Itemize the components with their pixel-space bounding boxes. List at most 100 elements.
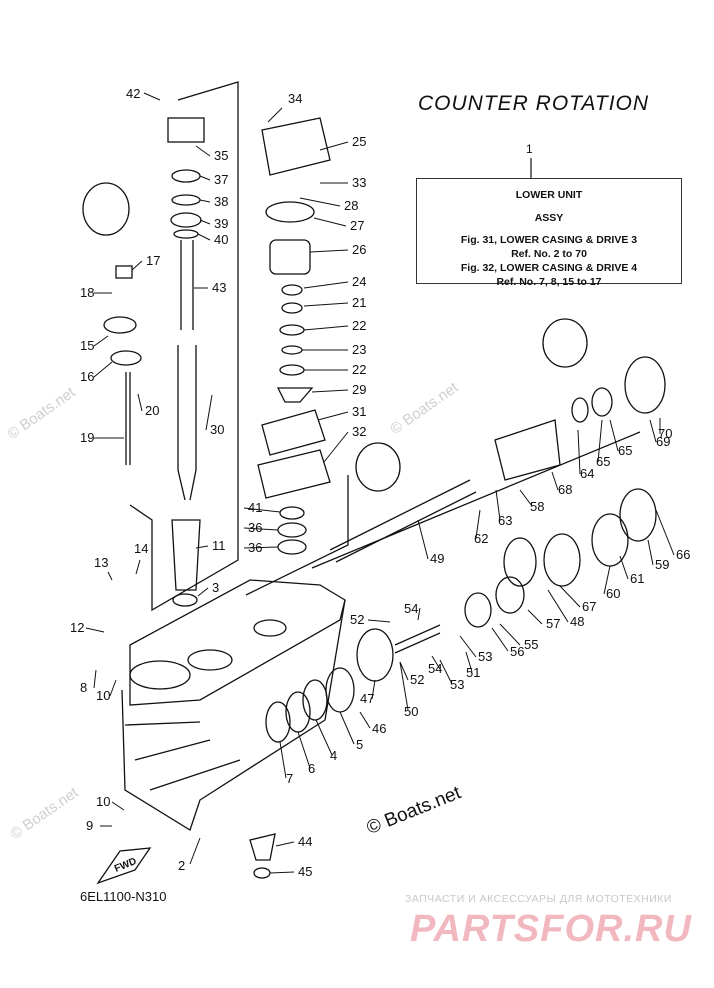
casing-bore-2 — [187, 649, 233, 671]
part-number-label: 67 — [582, 599, 596, 614]
part-number-label: 2 — [178, 858, 185, 873]
part-number-label: 5 — [356, 737, 363, 752]
casing-bore-3 — [253, 619, 287, 637]
part-number-label: 28 — [344, 198, 358, 213]
part-number-label: 24 — [352, 274, 366, 289]
legend-line-6: Ref. No. 7, 8, 15 to 17 — [496, 276, 602, 288]
leader-line — [107, 571, 113, 581]
leader-line — [603, 565, 611, 595]
leader-line — [339, 711, 355, 745]
leader-line — [243, 527, 279, 531]
part-number-label: 44 — [298, 834, 312, 849]
seal-65 — [591, 387, 613, 417]
leader-line — [137, 393, 143, 412]
leader-line — [609, 419, 619, 452]
leader-line — [499, 623, 521, 646]
oring-16 — [110, 350, 142, 366]
part-number-label: 16 — [80, 369, 94, 384]
bearing-housing-35 — [167, 117, 205, 143]
leader-line — [619, 555, 629, 580]
part-number-label: 60 — [606, 586, 620, 601]
leader-line — [371, 679, 376, 700]
shift-rod-19 — [125, 372, 131, 465]
part-number-label: 56 — [510, 644, 524, 659]
leader-line — [243, 507, 281, 513]
part-number-label: 17 — [146, 253, 160, 268]
part-number-label: 30 — [210, 422, 224, 437]
part-number-label: 15 — [80, 338, 94, 353]
part-number-label: 7 — [286, 771, 293, 786]
leader-line — [519, 489, 533, 507]
part-number-label: 40 — [214, 232, 228, 247]
leader-line — [399, 661, 409, 681]
leader-line — [243, 546, 279, 549]
leader-line — [131, 260, 143, 271]
part-number-label: 21 — [352, 295, 366, 310]
part-number-label: 20 — [145, 403, 159, 418]
part-number-label: 66 — [676, 547, 690, 562]
lower-casing-deck — [129, 579, 346, 706]
part-number-label: 61 — [630, 571, 644, 586]
part-number-label: 68 — [558, 482, 572, 497]
part-number-label: 45 — [298, 864, 312, 879]
leader-line — [597, 419, 603, 463]
leader-line — [279, 741, 287, 779]
leader-line — [367, 619, 391, 623]
leader-line — [275, 841, 295, 847]
part-number-label: 3 — [212, 580, 219, 595]
shim-67 — [503, 537, 537, 587]
leader-line — [313, 217, 347, 227]
plate-31 — [261, 409, 326, 456]
part-number-label: 12 — [70, 620, 84, 635]
part-number-label: 57 — [546, 616, 560, 631]
part-number-label: 42 — [126, 86, 140, 101]
part-number-label: 64 — [580, 466, 594, 481]
leader-line — [459, 635, 477, 658]
part-number-label: 41 — [248, 500, 262, 515]
leader-line — [465, 651, 473, 673]
detail-circle-mid — [355, 442, 401, 492]
leader-line — [303, 325, 349, 331]
leader-line — [527, 609, 543, 625]
leader-line — [299, 197, 341, 207]
bearing-41 — [279, 506, 305, 520]
leader-line — [559, 585, 581, 608]
part-number-label: 10 — [96, 794, 110, 809]
seal-64 — [571, 397, 589, 423]
leader-line — [93, 335, 109, 347]
part-number-label: 52 — [350, 612, 364, 627]
leader-line — [547, 589, 569, 623]
part-number-label: 53 — [450, 677, 464, 692]
leader-line — [317, 411, 349, 421]
impeller-29 — [276, 387, 314, 403]
leader-line — [475, 509, 481, 539]
part-number-label: 58 — [530, 499, 544, 514]
lower-casing-body — [121, 599, 346, 831]
part-number-label: 54 — [428, 661, 442, 676]
leader-line — [649, 419, 657, 443]
leader-line — [93, 669, 97, 689]
leader-line — [495, 489, 501, 521]
lower-casing-ribs — [124, 721, 241, 791]
shim-4 — [302, 679, 328, 721]
legend-line-4: Ref. No. 2 to 70 — [511, 248, 587, 260]
propeller-shaft-49 — [329, 479, 477, 563]
part-number-label: 34 — [288, 91, 302, 106]
gasket-32 — [257, 449, 331, 499]
legend-box: LOWER UNIT ASSY Fig. 31, LOWER CASING & … — [416, 178, 682, 288]
leader-line — [199, 219, 211, 225]
leader-line — [439, 659, 453, 685]
part-number-label: 51 — [466, 665, 480, 680]
leader-line — [417, 607, 421, 621]
pinion-44 — [249, 833, 276, 861]
leader-line — [359, 711, 371, 729]
part-number-label: 52 — [410, 672, 424, 687]
leader-line — [93, 361, 113, 378]
leader-line — [655, 509, 675, 556]
detail-circle-right — [542, 318, 588, 368]
part-number-label: 65 — [596, 454, 610, 469]
diagram-title: COUNTER ROTATION — [418, 92, 650, 115]
leader-line — [111, 801, 125, 811]
